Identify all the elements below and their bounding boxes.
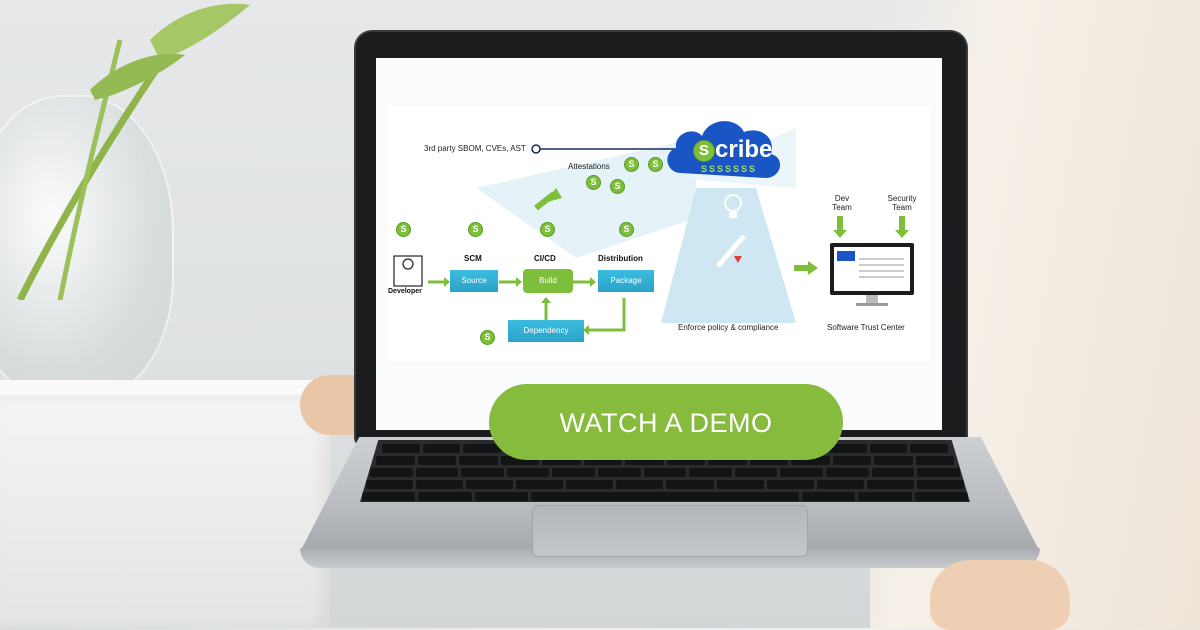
- coin-icon: S: [468, 222, 483, 237]
- coin-icon: S: [619, 222, 634, 237]
- watch-demo-button[interactable]: WATCH A DEMO: [489, 384, 843, 460]
- keyboard-row: [362, 492, 968, 501]
- coin-icon: S: [396, 222, 411, 237]
- cicd-title: CI/CD: [534, 254, 556, 263]
- scribe-logo-s-icon: S: [693, 139, 715, 162]
- plant-stems: [16, 3, 250, 300]
- dev-team-label: Dev Team: [832, 194, 852, 212]
- security-team-label: Security Team: [887, 194, 917, 212]
- coin-icon: S: [624, 157, 639, 172]
- coin-icon: S: [540, 222, 555, 237]
- glass-vase: [0, 95, 174, 399]
- coin-icon: S: [610, 179, 625, 194]
- scm-title: SCM: [464, 254, 482, 263]
- third-party-label: 3rd party SBOM, CVEs, AST: [424, 144, 526, 153]
- coin-icon: S: [480, 330, 495, 345]
- scribe-logo-text: cribe: [715, 136, 773, 163]
- keyboard-row: [370, 468, 960, 477]
- coin-icon: S: [648, 157, 663, 172]
- build-box: Build: [523, 269, 573, 293]
- cloud-coins: SSSSSSS: [701, 164, 758, 174]
- distribution-title: Distribution: [598, 254, 643, 263]
- package-box: Package: [598, 270, 654, 292]
- trackpad: [532, 505, 808, 557]
- trust-center-label: Software Trust Center: [827, 323, 905, 332]
- enforce-label: Enforce policy & compliance: [678, 323, 779, 332]
- diagram-graphics: [393, 121, 914, 335]
- plinth: [0, 395, 330, 628]
- laptop-screen: 3rd party SBOM, CVEs, AST Attestations S…: [376, 58, 942, 430]
- right-hand: [930, 560, 1070, 630]
- developer-label: Developer: [388, 288, 422, 295]
- keyboard: [360, 440, 970, 502]
- attestations-label: Attestations: [568, 162, 610, 171]
- dependency-box: Dependency: [508, 320, 584, 342]
- source-box: Source: [450, 270, 498, 292]
- coin-icon: S: [586, 175, 601, 190]
- keyboard-row: [366, 480, 964, 489]
- laptop-base-edge: [300, 548, 1040, 568]
- keyboard-row: [376, 456, 954, 465]
